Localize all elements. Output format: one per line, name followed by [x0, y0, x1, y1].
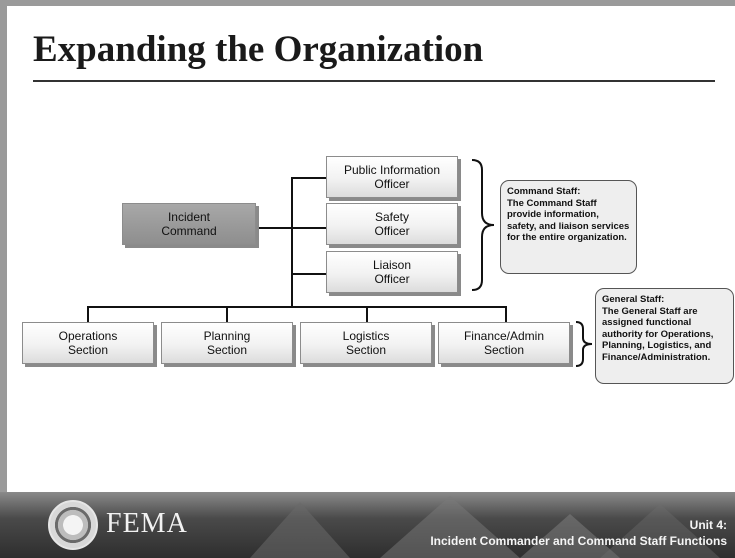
connector-sections-horizontal — [87, 306, 506, 308]
safety-officer-box: Safety Officer — [326, 203, 458, 245]
connector-finance — [505, 306, 507, 322]
slide-left-border — [0, 0, 7, 492]
connector-planning — [226, 306, 228, 322]
connector-logistics — [366, 306, 368, 322]
logistics-section-box: Logistics Section — [300, 322, 432, 364]
connector-vertical-trunk — [291, 177, 293, 307]
general-staff-heading: General Staff: — [602, 294, 665, 305]
connector-liaison — [291, 273, 326, 275]
incident-command-box: Incident Command — [122, 203, 256, 245]
command-staff-body: The Command Staff provide information, s… — [507, 197, 630, 244]
liaison-officer-box: Liaison Officer — [326, 251, 458, 293]
connector-pio — [291, 177, 326, 179]
operations-section-box: Operations Section — [22, 322, 154, 364]
command-staff-heading: Command Staff: — [507, 186, 581, 197]
connector-ic-horizontal — [256, 227, 292, 229]
connector-operations — [87, 306, 89, 322]
finance-admin-section-box: Finance/Admin Section — [438, 322, 570, 364]
general-staff-body: The General Staff are assigned functiona… — [602, 305, 714, 363]
slide-top-border — [0, 0, 735, 6]
fema-logo-text: FEMA — [106, 508, 188, 539]
footer-banner: FEMA Unit 4: Incident Commander and Comm… — [0, 492, 735, 558]
connector-safety — [291, 227, 326, 229]
unit-label: Unit 4: — [689, 518, 727, 532]
dhs-seal-icon — [48, 500, 98, 550]
general-staff-brace — [575, 321, 593, 367]
slide-title: Expanding the Organization — [33, 29, 484, 70]
public-information-officer-box: Public Information Officer — [326, 156, 458, 198]
footer-arrows-decoration — [250, 496, 720, 558]
command-staff-callout: Command Staff: The Command Staff provide… — [500, 180, 637, 274]
planning-section-box: Planning Section — [161, 322, 293, 364]
general-staff-callout: General Staff: The General Staff are ass… — [595, 288, 734, 384]
command-staff-brace — [471, 159, 495, 291]
title-underline — [33, 80, 715, 82]
unit-subtitle: Incident Commander and Command Staff Fun… — [430, 534, 727, 548]
